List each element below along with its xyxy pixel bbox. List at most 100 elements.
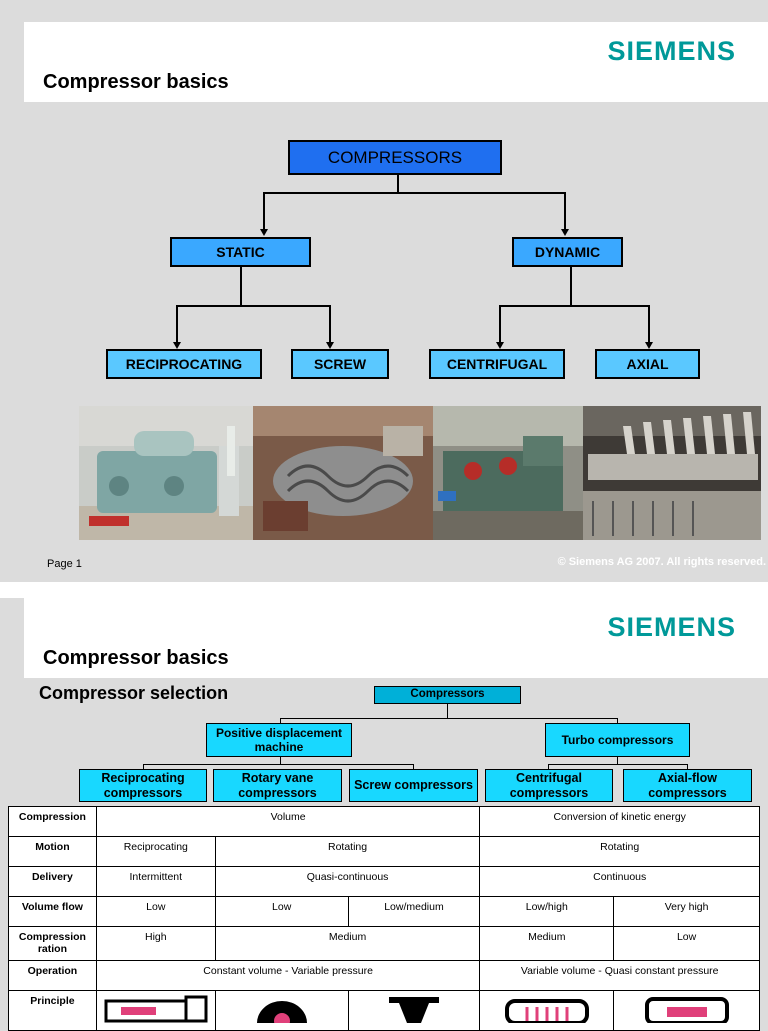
row-header: Delivery xyxy=(8,866,97,897)
arrow-down-icon xyxy=(260,229,268,236)
table-cell: Conversion of kinetic energy xyxy=(479,806,760,837)
connector-line xyxy=(617,756,618,765)
table-cell: Low xyxy=(214,896,349,927)
node-compressors: Compressors xyxy=(374,686,521,704)
connector-line xyxy=(263,192,265,230)
node-centrifugal: CENTRIFUGAL xyxy=(429,349,565,379)
siemens-logo: SIEMENS xyxy=(607,612,736,642)
table-row: Operation Constant volume - Variable pre… xyxy=(8,960,760,991)
table-cell: Rotating xyxy=(479,836,760,867)
connector-line xyxy=(499,305,650,307)
row-header: Principle xyxy=(8,990,97,1031)
screw-principle-diagram xyxy=(347,990,481,1031)
table-cell: Intermittent xyxy=(95,866,216,897)
table-cell: Reciprocating xyxy=(95,836,216,867)
arrow-down-icon xyxy=(326,342,334,349)
connector-line xyxy=(548,764,549,769)
node-axial: AXIAL xyxy=(595,349,700,379)
connector-line xyxy=(617,718,618,724)
slide-header: SIEMENS Compressor basics xyxy=(24,22,768,102)
node-dynamic: DYNAMIC xyxy=(512,237,623,267)
row-header: Compression ration xyxy=(8,926,97,961)
connector-line xyxy=(413,764,414,769)
table-cell: Low xyxy=(95,896,216,927)
connector-line xyxy=(570,266,572,306)
node-static: STATIC xyxy=(170,237,311,267)
arrow-down-icon xyxy=(561,229,569,236)
node-positive-displacement: Positive displacement machine xyxy=(206,723,352,757)
row-header: Operation xyxy=(8,960,97,991)
screw-compressor-photo xyxy=(253,406,433,540)
reciprocating-compressor-photo xyxy=(79,406,253,540)
node-reciprocating: RECIPROCATING xyxy=(106,349,262,379)
page-title: Compressor basics xyxy=(43,71,229,93)
compressor-selection-table: Compression Volume Conversion of kinetic… xyxy=(8,806,760,1031)
row-header: Motion xyxy=(8,836,97,867)
table-row: Volume flow Low Low Low/medium Low/high … xyxy=(8,896,760,927)
copyright-notice: © Siemens AG 2007. All rights reserved. xyxy=(557,556,766,568)
connector-line xyxy=(329,305,331,343)
rotary-vane-principle-diagram xyxy=(214,990,349,1031)
node-screw: Screw compressors xyxy=(349,769,478,802)
node-rotary-vane: Rotary vane compressors xyxy=(213,769,342,802)
table-row: Principle xyxy=(8,990,760,1031)
node-centrifugal: Centrifugal compressors xyxy=(485,769,613,802)
reciprocating-principle-diagram xyxy=(95,990,216,1031)
centrifugal-principle-diagram xyxy=(479,990,615,1031)
connector-line xyxy=(263,192,566,194)
table-cell: Volume xyxy=(95,806,481,837)
connector-line xyxy=(143,764,144,769)
table-cell: Low/medium xyxy=(347,896,481,927)
table-row: Motion Reciprocating Rotating Rotating xyxy=(8,836,760,867)
connector-line xyxy=(648,305,650,343)
table-cell: Quasi-continuous xyxy=(214,866,481,897)
connector-line xyxy=(240,266,242,306)
table-cell: Low xyxy=(613,926,760,961)
table-row: Delivery Intermittent Quasi-continuous C… xyxy=(8,866,760,897)
connector-line xyxy=(176,305,178,343)
connector-line xyxy=(687,764,688,769)
axial-flow-principle-diagram xyxy=(613,990,760,1031)
arrow-down-icon xyxy=(173,342,181,349)
table-cell: Medium xyxy=(214,926,481,961)
section-subtitle: Compressor selection xyxy=(39,683,229,703)
compressor-photo-strip xyxy=(79,406,761,540)
node-compressors: COMPRESSORS xyxy=(288,140,502,175)
table-row: Compression Volume Conversion of kinetic… xyxy=(8,806,760,837)
connector-line xyxy=(176,305,331,307)
table-cell: Variable volume - Quasi constant pressur… xyxy=(479,960,760,991)
slide-separator xyxy=(0,582,768,598)
node-screw: SCREW xyxy=(291,349,389,379)
slide-1: SIEMENS Compressor basics COMPRESSORS ST… xyxy=(24,22,768,570)
table-cell: High xyxy=(95,926,216,961)
connector-line xyxy=(447,703,448,719)
node-reciprocating: Reciprocating compressors xyxy=(79,769,207,802)
axial-compressor-photo xyxy=(583,406,761,540)
table-cell: Rotating xyxy=(214,836,481,867)
connector-line xyxy=(548,764,688,765)
node-axial-flow: Axial-flow compressors xyxy=(623,769,752,802)
row-header: Volume flow xyxy=(8,896,97,927)
arrow-down-icon xyxy=(645,342,653,349)
row-header: Compression xyxy=(8,806,97,837)
page-title: Compressor basics xyxy=(43,647,229,669)
connector-line xyxy=(280,718,281,724)
centrifugal-compressor-photo xyxy=(433,406,583,540)
siemens-logo: SIEMENS xyxy=(607,36,736,66)
node-turbo-compressors: Turbo compressors xyxy=(545,723,690,757)
slide-header: SIEMENS Compressor basics xyxy=(24,598,768,678)
table-cell: Constant volume - Variable pressure xyxy=(95,960,481,991)
connector-line xyxy=(143,764,414,765)
connector-line xyxy=(280,756,281,765)
connector-line xyxy=(397,174,399,193)
table-row: Compression ration High Medium Medium Lo… xyxy=(8,926,760,961)
connector-line xyxy=(564,192,566,230)
connector-line xyxy=(280,718,618,719)
table-cell: Very high xyxy=(613,896,760,927)
table-cell: Medium xyxy=(479,926,615,961)
table-cell: Continuous xyxy=(479,866,760,897)
table-cell: Low/high xyxy=(479,896,615,927)
slide-2: SIEMENS Compressor basics Compressor sel… xyxy=(0,598,768,1031)
connector-line xyxy=(499,305,501,343)
arrow-down-icon xyxy=(496,342,504,349)
